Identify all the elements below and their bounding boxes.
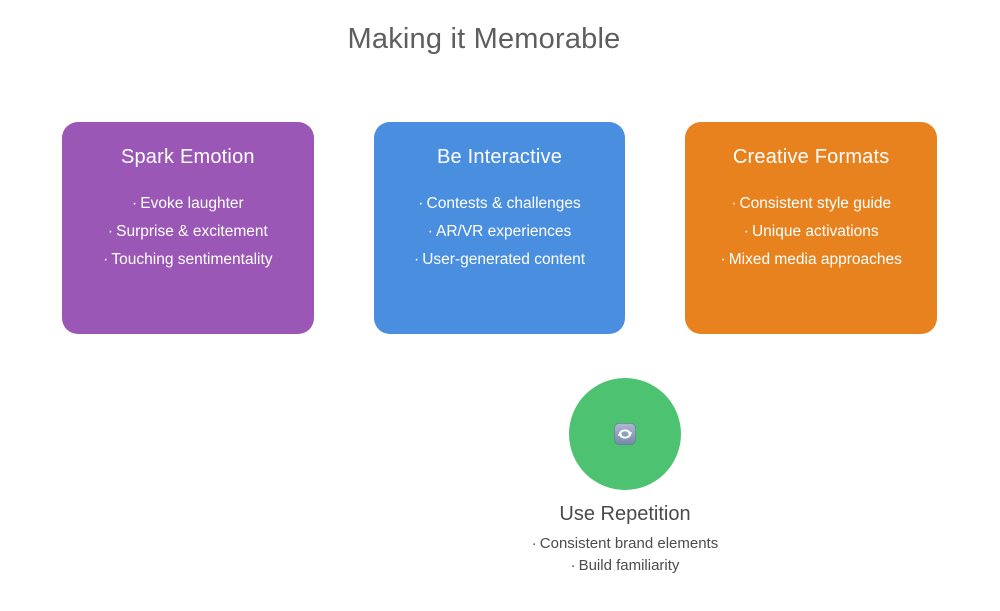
bullet-item: Evoke laughter xyxy=(62,190,314,218)
bullet-item: User-generated content xyxy=(374,246,626,274)
card-creative-formats: Creative Formats Consistent style guide … xyxy=(685,122,938,334)
bullet-item: Unique activations xyxy=(685,218,937,246)
bullet-item: Surprise & excitement xyxy=(62,218,314,246)
card-title: Spark Emotion xyxy=(120,146,255,168)
card-spark-emotion: Spark Emotion Evoke laughter Surprise & … xyxy=(62,122,314,334)
repetition-circle xyxy=(569,378,681,490)
bullet-item: Contests & challenges xyxy=(374,190,626,218)
card-bullet-list: Contests & challenges AR/VR experiences … xyxy=(374,190,626,274)
card-bullet-list: Consistent style guide Unique activation… xyxy=(685,190,937,274)
card-title: Be Interactive xyxy=(436,146,563,168)
repetition-group: Use Repetition Consistent brand elements… xyxy=(465,378,785,577)
bullet-item: Build familiarity xyxy=(465,555,785,577)
card-bullet-list: Evoke laughter Surprise & excitement Tou… xyxy=(62,190,314,274)
repetition-title: Use Repetition xyxy=(559,503,691,525)
repeat-icon xyxy=(614,423,636,445)
repetition-bullet-list: Consistent brand elements Build familiar… xyxy=(465,533,785,577)
bullet-item: Mixed media approaches xyxy=(685,246,937,274)
cards-row: Spark Emotion Evoke laughter Surprise & … xyxy=(62,122,938,334)
bullet-item: Consistent style guide xyxy=(685,190,937,218)
bullet-item: Touching sentimentality xyxy=(62,246,314,274)
bullet-item: Consistent brand elements xyxy=(465,533,785,555)
bullet-item: AR/VR experiences xyxy=(374,218,626,246)
card-be-interactive: Be Interactive Contests & challenges AR/… xyxy=(373,122,626,334)
page-title: Making it Memorable xyxy=(347,23,621,55)
card-title: Creative Formats xyxy=(732,146,890,168)
